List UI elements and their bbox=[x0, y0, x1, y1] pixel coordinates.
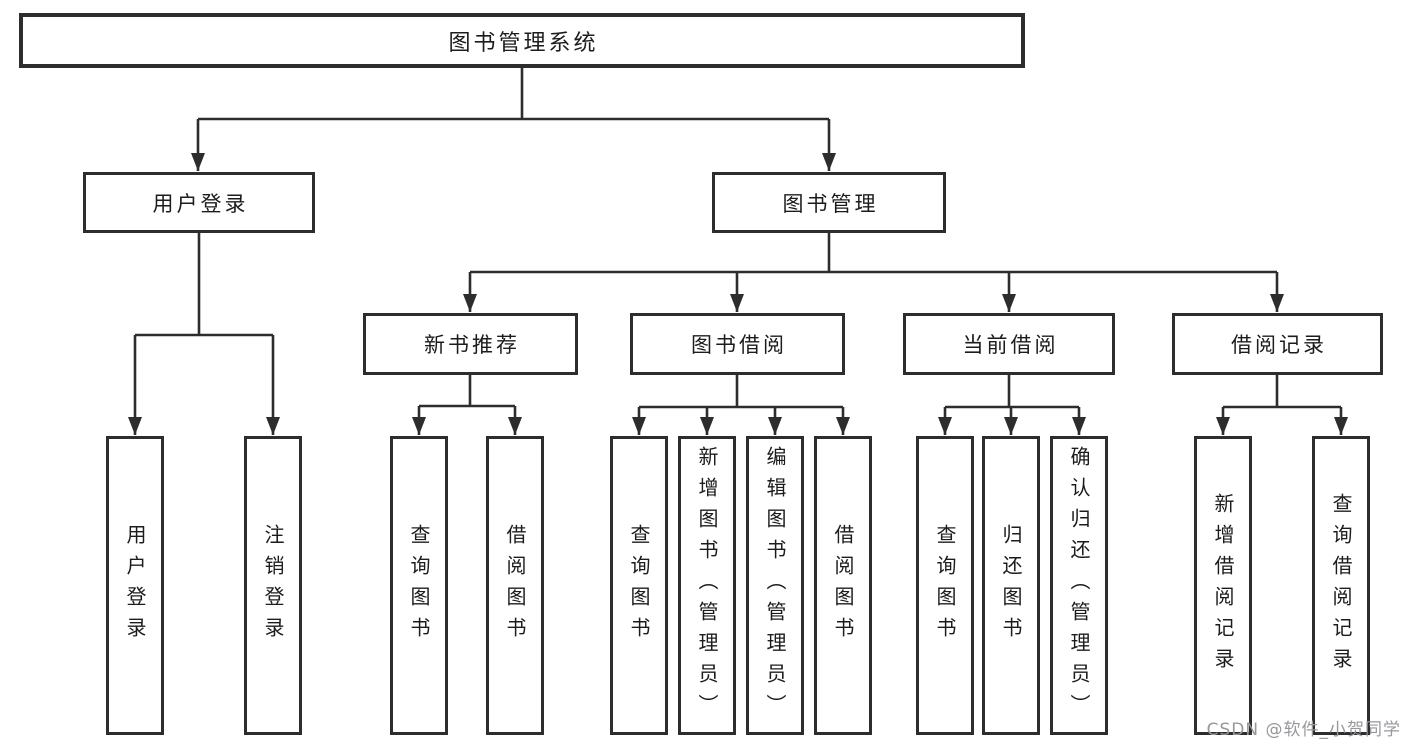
node-book-management-system: 图书管理系统 bbox=[19, 13, 1025, 68]
node-book-borrowing: 图书借阅 bbox=[630, 313, 845, 375]
leaf-user-login: 用户登录 bbox=[106, 436, 164, 735]
node-current-borrowing: 当前借阅 bbox=[903, 313, 1115, 375]
node-book-management: 图书管理 bbox=[712, 172, 946, 233]
leaf-cb-return-books: 归还图书 bbox=[982, 436, 1040, 735]
leaf-bb-add-books-admin: 新增图书（管理员） bbox=[678, 436, 736, 735]
leaf-bb-borrow-books: 借阅图书 bbox=[814, 436, 872, 735]
leaf-bb-query-books: 查询图书 bbox=[610, 436, 668, 735]
leaf-cb-confirm-return-admin: 确认归还（管理员） bbox=[1050, 436, 1108, 735]
leaf-bb-edit-books-admin: 编辑图书（管理员） bbox=[746, 436, 804, 735]
leaf-nbr-borrow-books: 借阅图书 bbox=[486, 436, 544, 735]
node-new-book-recommendation: 新书推荐 bbox=[363, 313, 578, 375]
node-user-login: 用户登录 bbox=[83, 172, 315, 233]
leaf-logout: 注销登录 bbox=[244, 436, 302, 735]
leaf-cb-query-books: 查询图书 bbox=[916, 436, 974, 735]
leaf-br-query-borrow-record: 查询借阅记录 bbox=[1312, 436, 1370, 735]
leaf-nbr-query-books: 查询图书 bbox=[390, 436, 448, 735]
node-borrowing-records: 借阅记录 bbox=[1172, 313, 1383, 375]
leaf-br-add-borrow-record: 新增借阅记录 bbox=[1194, 436, 1252, 735]
csdn-watermark: CSDN @软件_小贺同学 bbox=[1206, 720, 1401, 740]
